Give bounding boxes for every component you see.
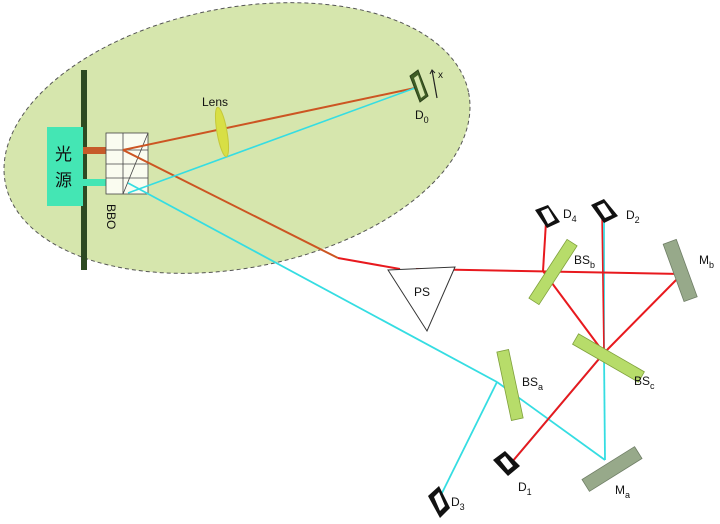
d1-label: D1 <box>518 480 532 497</box>
beam-splitter-c <box>572 333 645 383</box>
prism-ps <box>387 266 456 333</box>
bbo-crystal <box>105 132 149 195</box>
detector-d0 <box>409 69 429 103</box>
source-output-orange <box>83 147 108 154</box>
bsb-label: BSb <box>574 253 595 270</box>
beam-red-bsb-to-d4 <box>542 221 547 272</box>
optical-rail <box>81 70 87 270</box>
bsc-label: BSc <box>634 374 655 391</box>
beam-orange-to-d0 <box>122 87 416 151</box>
beam-orange-to-ps <box>122 149 339 259</box>
source-region-ellipse <box>3 2 471 274</box>
bsa-label: BSa <box>522 375 543 392</box>
mb-label: Mb <box>699 253 714 270</box>
mirror-a <box>581 446 643 492</box>
scan-arrowhead-icon <box>429 69 436 75</box>
bbo-label: BBO <box>104 204 118 229</box>
beam-cyan-to-d0 <box>127 87 416 194</box>
d2-label: D2 <box>626 208 640 225</box>
prism-label: PS <box>414 285 430 299</box>
ma-label: Ma <box>615 483 630 500</box>
scan-label: x <box>438 70 443 81</box>
beam-cyan-ma-to-bsc <box>603 352 606 461</box>
detector-d1 <box>493 451 520 476</box>
lens <box>214 106 230 158</box>
detector-d2 <box>591 199 618 223</box>
detector-d4 <box>535 205 560 228</box>
d4-label: D4 <box>563 207 577 224</box>
beam-splitter-b <box>528 238 578 306</box>
d3-label: D3 <box>451 495 465 512</box>
beam-red-bsc-to-d2 <box>601 211 605 354</box>
source-output-cyan <box>83 179 108 186</box>
beam-splitter-a <box>496 349 524 421</box>
beam-red-to-d1 <box>511 352 605 463</box>
mirror-b <box>662 238 698 303</box>
light-source-label-1: 光 <box>55 145 72 165</box>
beam-cyan-to-bsa <box>127 182 498 383</box>
beam-red-mb-to-bsc <box>603 273 683 354</box>
light-source-label-2: 源 <box>55 171 72 191</box>
d0-label: D0 <box>415 108 429 125</box>
detector-d3 <box>428 486 450 518</box>
beam-red-to-ps <box>337 257 401 270</box>
beam-cyan-bsa-to-d3 <box>439 381 498 498</box>
scan-arrow-icon <box>431 69 438 99</box>
lens-label: Lens <box>202 95 228 109</box>
beam-red-bsb-to-bsc <box>542 270 605 354</box>
light-source-box <box>47 127 83 206</box>
